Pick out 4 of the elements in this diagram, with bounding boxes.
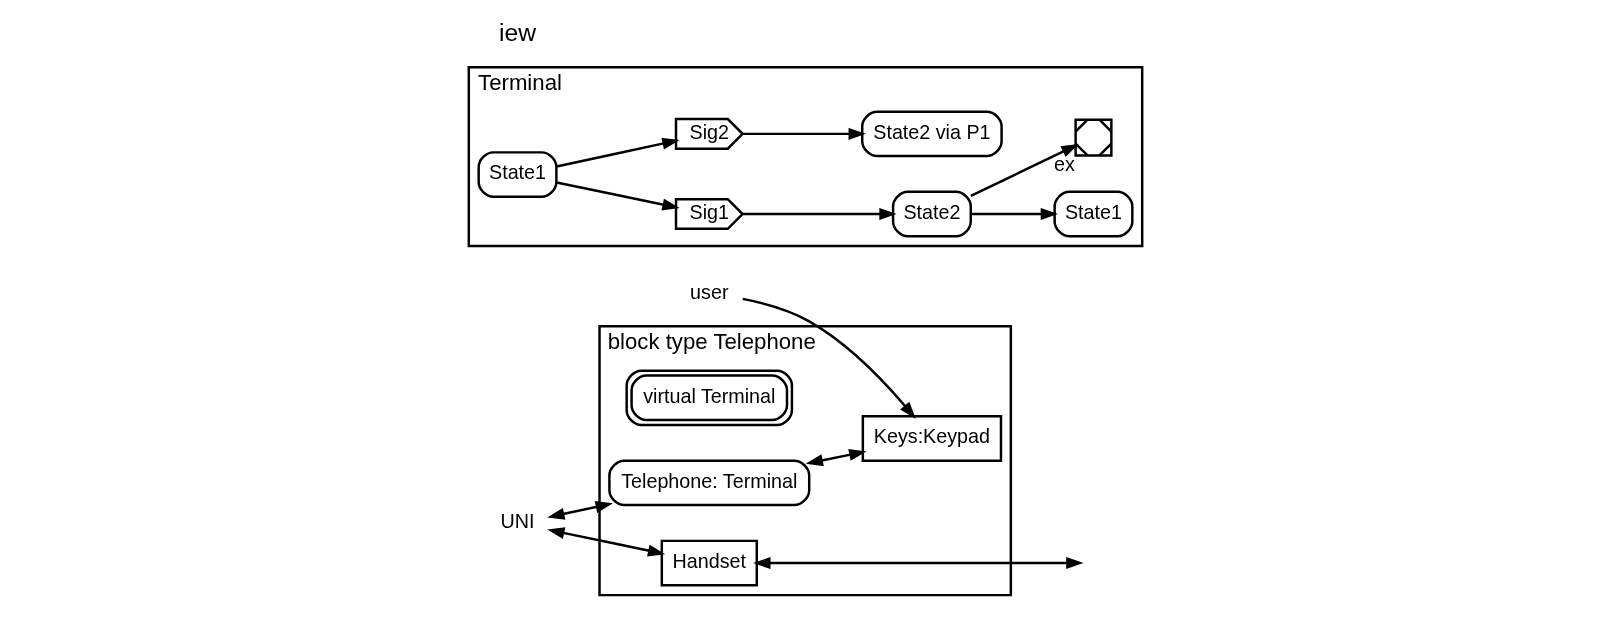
label: iew [499, 19, 537, 47]
node-text: UNI [500, 510, 535, 533]
node-label: ex [1054, 153, 1075, 176]
node-text: user [690, 280, 729, 303]
